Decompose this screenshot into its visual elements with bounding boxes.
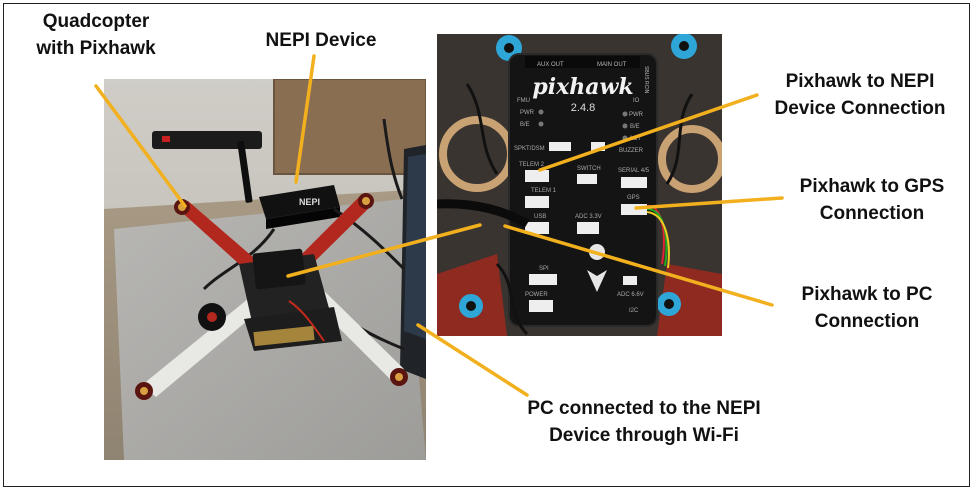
i2c-text: I2C	[629, 308, 639, 314]
switch-text: SWITCH	[577, 166, 601, 172]
label-pixhawk-nepi-line1: Pixhawk to NEPI	[785, 71, 935, 92]
version-text: 2.4.8	[571, 102, 595, 114]
label-quadcopter: Quadcopter with Pixhawk	[16, 8, 176, 62]
label-pixhawk-gps: Pixhawk to GPS Connection	[782, 173, 962, 227]
pixhawk-photo: AUX OUT MAIN OUT SBUS RCIN pixhawk 2.4.8…	[437, 34, 722, 336]
telem1-text: TELEM 1	[531, 188, 557, 194]
quadcopter-photo: NEPI	[104, 79, 426, 460]
label-pixhawk-pc-line2: Connection	[814, 311, 920, 332]
adc33-text: ADC 3.3V	[575, 214, 602, 220]
label-pc-nepi-line1: PC connected to the NEPI	[527, 398, 761, 419]
pwr-text: PWR	[520, 110, 535, 116]
label-pixhawk-gps-line2: Connection	[819, 203, 925, 224]
label-pixhawk-pc-line1: Pixhawk to PC	[801, 284, 933, 305]
fmu-text: FMU	[517, 98, 530, 104]
power-text: POWER	[525, 292, 548, 298]
pwr2-text: PWR	[629, 112, 644, 118]
label-pc-nepi: PC connected to the NEPI Device through …	[504, 395, 784, 449]
quadcopter-photo-illustration: NEPI	[104, 79, 426, 460]
label-pixhawk-pc: Pixhawk to PC Connection	[777, 281, 957, 335]
aux-out-text: AUX OUT	[537, 62, 564, 68]
be-text: B/E	[520, 122, 530, 128]
serial45-text: SERIAL 4/5	[618, 168, 650, 174]
spi-text: SPI	[539, 266, 549, 272]
buzzer-text: BUZZER	[619, 148, 644, 154]
nepi-box-text: NEPI	[299, 197, 320, 207]
label-pc-nepi-line2: Device through Wi-Fi	[549, 425, 739, 446]
label-quadcopter-line1: Quadcopter	[42, 11, 150, 32]
act-text: ACT	[629, 136, 641, 142]
label-pixhawk-nepi-line2: Device Connection	[774, 98, 946, 119]
label-pixhawk-nepi: Pixhawk to NEPI Device Connection	[762, 68, 958, 122]
label-quadcopter-line2: with Pixhawk	[36, 38, 156, 59]
adc66-text: ADC 6.6V	[617, 292, 644, 298]
main-out-text: MAIN OUT	[597, 62, 627, 68]
pixhawk-brand-text: pixhawk	[532, 74, 633, 100]
io-text: IO	[633, 98, 640, 104]
label-pixhawk-gps-line1: Pixhawk to GPS	[799, 176, 945, 197]
usb-text: USB	[534, 214, 546, 220]
spkt-text: SPKT/DSM	[514, 146, 545, 152]
label-nepi-device: NEPI Device	[246, 27, 396, 54]
label-nepi-device-line1: NEPI Device	[265, 30, 377, 51]
pixhawk-photo-illustration: AUX OUT MAIN OUT SBUS RCIN pixhawk 2.4.8…	[437, 34, 722, 336]
gps-text: GPS	[627, 195, 640, 201]
sbus-rcin-text: SBUS RCIN	[643, 66, 649, 94]
be2-text: B/E	[630, 124, 640, 130]
telem2-text: TELEM 2	[519, 162, 545, 168]
